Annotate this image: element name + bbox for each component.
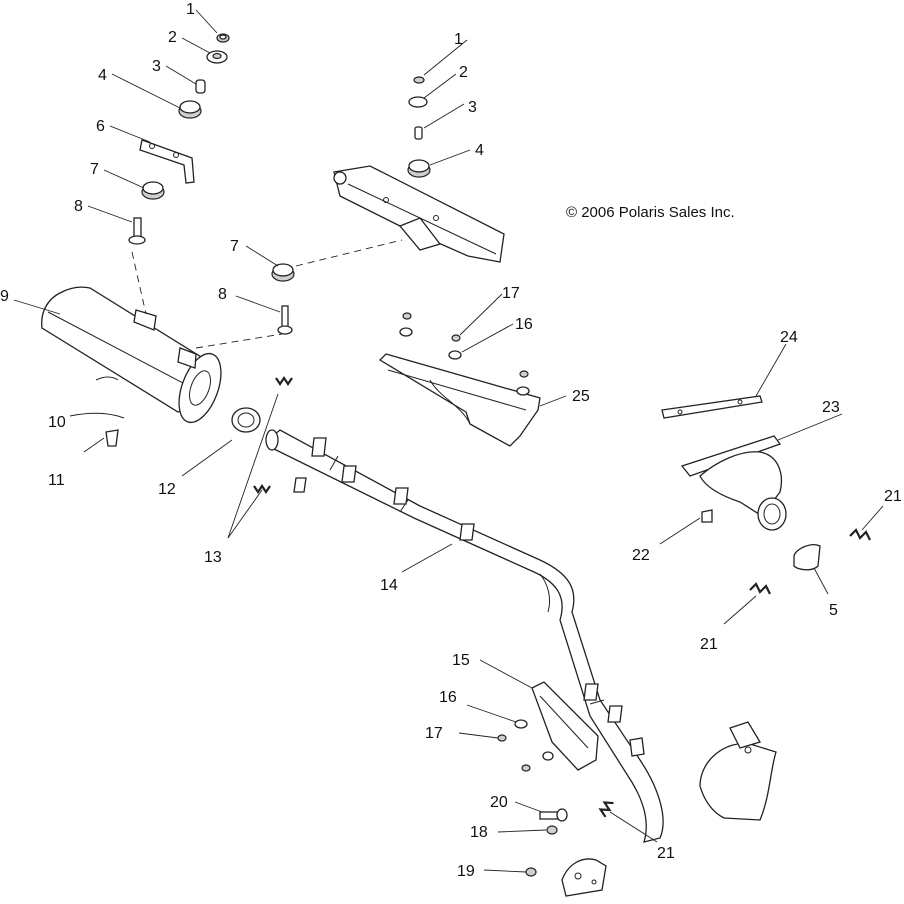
part-1-nut-right [413, 76, 425, 84]
callout-16b: 16 [439, 689, 457, 706]
callout-2b: 2 [459, 64, 468, 81]
callout-19: 19 [457, 863, 475, 880]
part-21-spring-lower [598, 801, 614, 818]
callout-25: 25 [572, 388, 590, 405]
part-21-spring-center [749, 582, 771, 595]
callout-9: 9 [0, 288, 9, 305]
callout-17a: 17 [502, 285, 520, 302]
callout-1a: 1 [186, 1, 195, 18]
part-14-head-pipe [265, 429, 664, 843]
callout-20: 20 [490, 794, 508, 811]
callout-21c: 21 [657, 845, 675, 862]
part-8-bolt-left [128, 217, 146, 245]
callout-4b: 4 [475, 142, 484, 159]
part-23-manifold [680, 435, 787, 531]
part-19-nut [525, 867, 537, 877]
callout-1b: 1 [454, 31, 463, 48]
callout-14: 14 [380, 577, 398, 594]
callout-10: 10 [48, 414, 66, 431]
callout-2a: 2 [168, 29, 177, 46]
part-4-grommet-left [178, 100, 202, 119]
part-13-spring-lower [253, 484, 271, 494]
callout-24: 24 [780, 329, 798, 346]
part-3-sleeve-left [195, 79, 206, 94]
part-18-washer [546, 825, 558, 835]
callout-3b: 3 [468, 99, 477, 116]
part-11-clip [105, 429, 119, 447]
exhaust-flange [699, 721, 777, 821]
part-4-grommet-right [407, 159, 431, 178]
callout-13: 13 [204, 549, 222, 566]
bottom-mount-bracket [561, 858, 607, 897]
leader-lines [13, 9, 884, 873]
part-24-gasket [661, 395, 763, 419]
part-21-spring-right [849, 528, 871, 541]
part-20-bolt [539, 808, 568, 822]
part-22-stud [701, 509, 713, 523]
part-1-nut-left [216, 33, 230, 43]
callout-8b: 8 [218, 286, 227, 303]
part-7-grommet-left [141, 181, 165, 200]
callout-16a: 16 [515, 316, 533, 333]
part-3-sleeve-right [414, 126, 423, 140]
part-15-lower-shield [531, 681, 599, 771]
part-13-spring-upper [275, 376, 293, 386]
callout-7b: 7 [230, 238, 239, 255]
callout-12: 12 [158, 481, 176, 498]
part-8-bolt-center [277, 305, 293, 335]
callout-4a: 4 [98, 67, 107, 84]
part-6-bracket [139, 139, 195, 184]
part-16-washer-lower [514, 719, 554, 761]
part-10-spring-clip [69, 412, 125, 419]
callout-labels: 1 2 3 4 6 7 8 9 10 11 12 13 14 1 2 3 4 7… [0, 1, 902, 880]
callout-6: 6 [96, 118, 105, 135]
part-2-washer-left [206, 50, 228, 64]
part-12-gasket [231, 407, 261, 433]
part-16-washer-shield [399, 327, 530, 396]
callout-22: 22 [632, 547, 650, 564]
callout-15: 15 [452, 652, 470, 669]
callout-21a: 21 [884, 488, 902, 505]
part-7-grommet-center [271, 263, 295, 282]
callout-23: 23 [822, 399, 840, 416]
frame-section [333, 165, 505, 263]
part-17-nut-lower [497, 734, 531, 772]
part-9-muffler [41, 286, 222, 424]
callout-7a: 7 [90, 161, 99, 178]
callout-21b: 21 [700, 636, 718, 653]
callout-8a: 8 [74, 198, 83, 215]
part-17-nut-shield [402, 312, 529, 378]
callout-3a: 3 [152, 58, 161, 75]
callout-17b: 17 [425, 725, 443, 742]
callout-18: 18 [470, 824, 488, 841]
part-5-gasket [793, 544, 821, 571]
callout-11: 11 [48, 472, 65, 489]
callout-5: 5 [829, 602, 838, 619]
copyright-notice: © 2006 Polaris Sales Inc. [566, 204, 735, 221]
part-25-heat-shield [378, 353, 541, 447]
part-2-washer-right [408, 96, 428, 108]
